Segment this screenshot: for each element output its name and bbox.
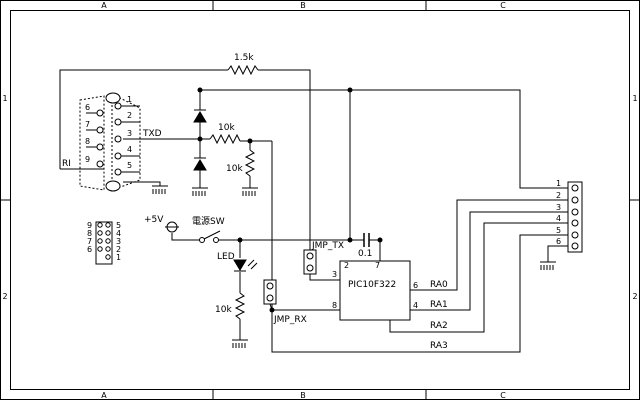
resistor-pulldown-label: 10k [226,164,243,174]
header-pin-1: 1 [556,179,561,188]
jmp-tx-label: JMP_TX [311,241,344,251]
jmp-tx-symbol [303,249,317,275]
db9-pin-4: 4 [127,145,132,154]
header-pin-4: 4 [556,214,561,223]
pinout-right-1: 1 [116,253,121,262]
ic-ra1-label: RA1 [430,300,448,310]
ic-body [339,260,411,321]
jmp-rx-symbol [263,279,277,305]
frame-row-2-left: 2 [2,292,7,301]
supply-label: +5V [144,215,164,225]
db9-pin-leads [86,105,140,173]
ic-pin-2: 2 [344,261,349,270]
ground-led-symbol [232,339,248,348]
db9-pin-9: 9 [85,155,90,164]
frame-col-a-top: A [101,1,107,10]
pinout-right-4: 4 [116,229,121,238]
ic-pin-6: 6 [413,281,418,290]
db9-pin-7: 7 [85,120,90,129]
frame-col-c-bottom: C [500,391,506,400]
capacitor-symbol [363,233,370,247]
frame-row-1-left: 1 [2,94,7,103]
ic-ra0-label: RA0 [430,280,448,290]
frame-col-a-bottom: A [101,391,107,400]
jmp-rx-lead [269,303,273,311]
ground-pulldown-symbol [242,187,258,196]
db9-pin-1: 1 [127,95,132,104]
db9-pin-2: 2 [127,111,132,120]
resistor-led-symbol [234,292,246,320]
header-pin-5: 5 [556,226,561,235]
resistor-feedback-label: 1.5k [234,53,254,63]
resistor-txd-symbol [209,133,241,145]
frame-col-b-bottom: B [300,391,306,400]
frame-row-1-right: 1 [632,94,637,103]
header-pin-6: 6 [556,237,561,246]
pinout-right-2: 2 [116,245,121,254]
jmp-rx-label: JMP_RX [273,315,307,325]
ic-pin-8: 8 [332,301,337,310]
supply-terminal-symbol [165,221,179,233]
resistor-feedback-symbol [227,64,259,76]
header-pin-3: 3 [556,203,561,212]
pinout-left-6: 6 [87,245,92,254]
power-switch-label: 電源SW [192,216,225,227]
header-pin-2: 2 [556,191,561,200]
ic-pin-3: 3 [332,270,337,279]
pinout-left-9: 9 [87,221,92,230]
db9-mount-hole-top [105,92,121,104]
resistor-txd-label: 10k [218,123,235,133]
header-connector-symbol [567,181,583,253]
ground-db9-symbol [152,185,168,194]
pinout-diagram [95,221,113,265]
ic-pin-4: 4 [413,301,418,310]
capacitor-label: 0.1 [358,249,372,259]
resistor-led-label: 10k [215,305,232,315]
db9-pin-3: 3 [127,129,132,138]
frame-col-b-top: B [300,1,306,10]
pinout-right-3: 3 [116,237,121,246]
diode-upper-symbol [193,109,207,123]
ic-pin-7: 7 [375,261,380,270]
ic-ra2-label: RA2 [430,321,448,331]
db9-pin-5: 5 [127,161,132,170]
ic-name: PIC10F322 [348,280,396,290]
ground-diodes-symbol [192,187,208,196]
diode-lower-symbol [193,157,207,171]
db9-pin-circles [96,102,122,176]
led-symbol [233,259,258,272]
db9-signal-ri: RI [62,159,71,169]
pinout-left-8: 8 [87,229,92,238]
db9-pin-8: 8 [85,137,90,146]
led-label: LED [217,252,235,262]
pinout-right-5: 5 [116,221,121,230]
wires [59,69,572,353]
db9-signal-txd: TXD [142,129,162,139]
db9-pin-6: 6 [85,103,90,112]
ic-ra3-label: RA3 [430,341,448,351]
resistor-pulldown-symbol [244,149,256,177]
ground-header-symbol [540,261,556,270]
frame-row-2-right: 2 [632,292,637,301]
pinout-left-7: 7 [87,237,92,246]
power-switch-symbol [199,230,221,243]
frame-col-c-top: C [500,1,506,10]
db9-mount-hole-bottom [105,180,121,192]
db9-shell-outline [79,93,141,191]
